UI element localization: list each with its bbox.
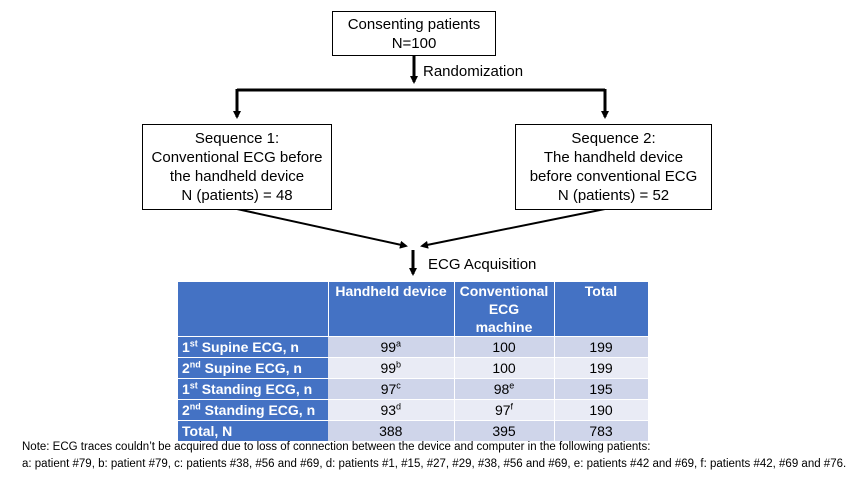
footnote-line-1: Note: ECG traces couldn’t be acquired du… — [22, 441, 651, 453]
total-cell: 199 — [554, 336, 649, 358]
handheld-cell: 99b — [328, 357, 455, 379]
row-label: 2nd Standing ECG, n — [178, 399, 328, 421]
conventional-cell: 97f — [454, 399, 555, 421]
sequence-2-box: Sequence 2: The handheld device before c… — [515, 124, 712, 210]
total-cell: 783 — [554, 420, 649, 441]
seq1-line3: the handheld device — [169, 168, 305, 185]
header-blank — [178, 282, 329, 337]
seq1-title: Sequence 1: — [194, 130, 280, 147]
conventional-cell: 98e — [454, 378, 555, 400]
conventional-cell: 100 — [454, 357, 555, 379]
header-conventional: Conventional ECG machine — [454, 282, 555, 337]
handheld-cell: 93d — [328, 399, 455, 421]
row-label: 2nd Supine ECG, n — [178, 357, 328, 379]
handheld-cell: 388 — [328, 420, 455, 441]
header-handheld: Handheld device — [328, 282, 455, 337]
table-row: 2nd Supine ECG, n 99b 100 199 — [178, 357, 649, 379]
handheld-cell: 97c — [328, 378, 455, 400]
arrow-seq2-merge — [420, 208, 606, 249]
row-label: 1st Supine ECG, n — [178, 336, 328, 358]
arrow-seq1-merge — [236, 208, 408, 249]
seq2-line2: The handheld device — [543, 149, 684, 166]
handheld-cell: 99a — [328, 336, 455, 358]
randomization-label: Randomization — [423, 63, 524, 80]
footnote-line-2: a: patient #79, b: patient #79, c: patie… — [22, 458, 847, 470]
ecg-summary-table: Handheld device Conventional ECG machine… — [178, 282, 649, 441]
seq1-count: N (patients) = 48 — [181, 187, 293, 204]
table-row-total: Total, N 388 395 783 — [178, 420, 649, 441]
total-cell: 195 — [554, 378, 649, 400]
sequence-1-box: Sequence 1: Conventional ECG before the … — [142, 124, 332, 210]
seq2-line3: before conventional ECG — [529, 168, 698, 185]
conventional-cell: 395 — [454, 420, 555, 441]
seq2-title: Sequence 2: — [571, 130, 656, 147]
total-cell: 199 — [554, 357, 649, 379]
consenting-patients-title: Consenting patients — [347, 15, 481, 33]
table-row: 1st Standing ECG, n 97c 98e 195 — [178, 378, 649, 400]
table-row: 1st Supine ECG, n 99a 100 199 — [178, 336, 649, 358]
row-label: 1st Standing ECG, n — [178, 378, 328, 400]
consenting-patients-count: N=100 — [391, 34, 437, 52]
total-cell: 190 — [554, 399, 649, 421]
seq1-line2: Conventional ECG before — [151, 149, 323, 166]
header-total: Total — [554, 282, 649, 337]
table-header-row: Handheld device Conventional ECG machine… — [178, 282, 649, 337]
row-label: Total, N — [178, 420, 328, 441]
table-row: 2nd Standing ECG, n 93d 97f 190 — [178, 399, 649, 421]
ecg-acquisition-label: ECG Acquisition — [428, 256, 537, 273]
seq2-count: N (patients) = 52 — [557, 187, 670, 204]
consenting-patients-box: Consenting patients N=100 — [332, 11, 496, 56]
conventional-cell: 100 — [454, 336, 555, 358]
